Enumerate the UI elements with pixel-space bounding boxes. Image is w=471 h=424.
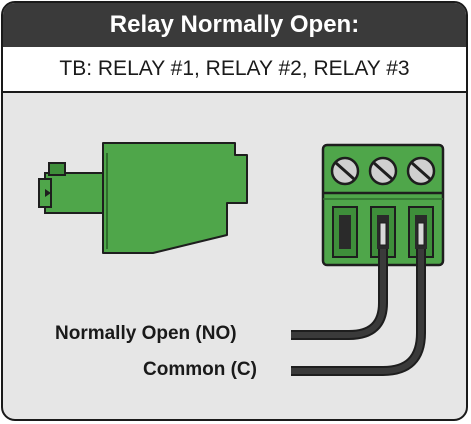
page-title: Relay Normally Open: [3,3,466,47]
screw-icon [368,156,398,186]
terminal-block-icon [321,143,445,267]
connection-diagram [38,142,445,376]
common-label: Common (C) [143,359,257,380]
relay-plug-side-icon [38,142,248,254]
normally-open-label: Normally Open (NO) [55,323,237,344]
terminal-subtitle: TB: RELAY #1, RELAY #2, RELAY #3 [3,47,466,93]
wire-common [291,249,426,376]
wire-normally-open [291,249,388,340]
screw-icon [406,156,436,186]
screw-icon [330,156,360,186]
